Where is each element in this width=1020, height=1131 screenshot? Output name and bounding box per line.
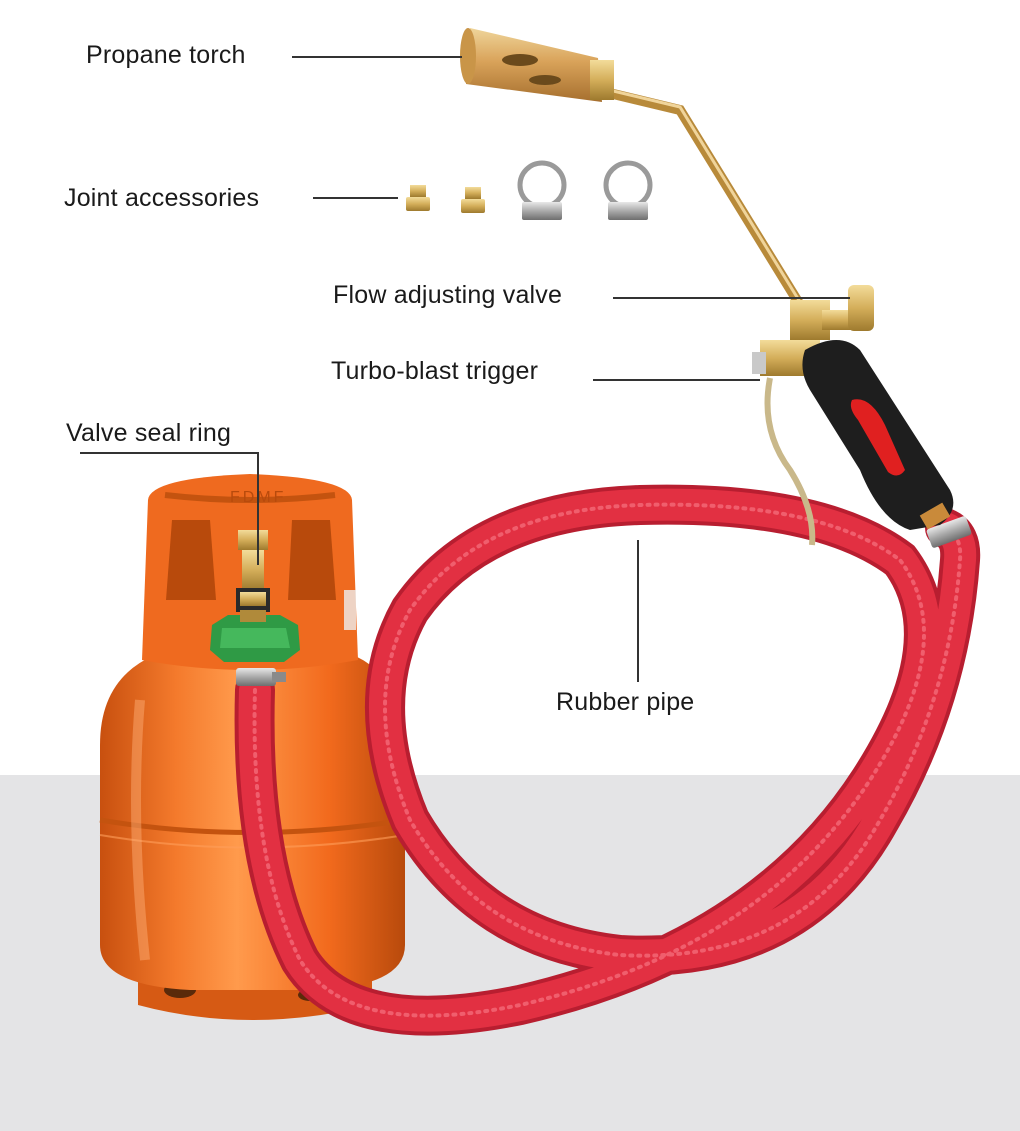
hose-clamp-accessory-2 bbox=[603, 160, 653, 220]
leader-lines bbox=[80, 56, 850, 682]
label-joint-accessories: Joint accessories bbox=[64, 184, 260, 212]
hose-clamp-accessory-1 bbox=[517, 160, 567, 220]
leader-valve-seal-ring bbox=[80, 452, 259, 565]
label-flow-adjusting-valve: Flow adjusting valve bbox=[333, 281, 563, 309]
hose-clamp-cylinder bbox=[236, 668, 286, 686]
torch-assembly bbox=[460, 28, 954, 546]
brass-fitting-2 bbox=[461, 187, 485, 213]
label-valve-seal-ring: Valve seal ring bbox=[66, 419, 232, 447]
rubber-hose bbox=[234, 484, 981, 1036]
cylinder-markings: FDMF bbox=[230, 489, 286, 506]
label-turbo-blast-trigger: Turbo-blast trigger bbox=[331, 357, 539, 385]
hose-clamp-torch bbox=[926, 516, 972, 548]
brass-fitting-1 bbox=[406, 185, 430, 211]
label-rubber-pipe: Rubber pipe bbox=[556, 688, 695, 716]
label-propane-torch: Propane torch bbox=[86, 41, 246, 69]
